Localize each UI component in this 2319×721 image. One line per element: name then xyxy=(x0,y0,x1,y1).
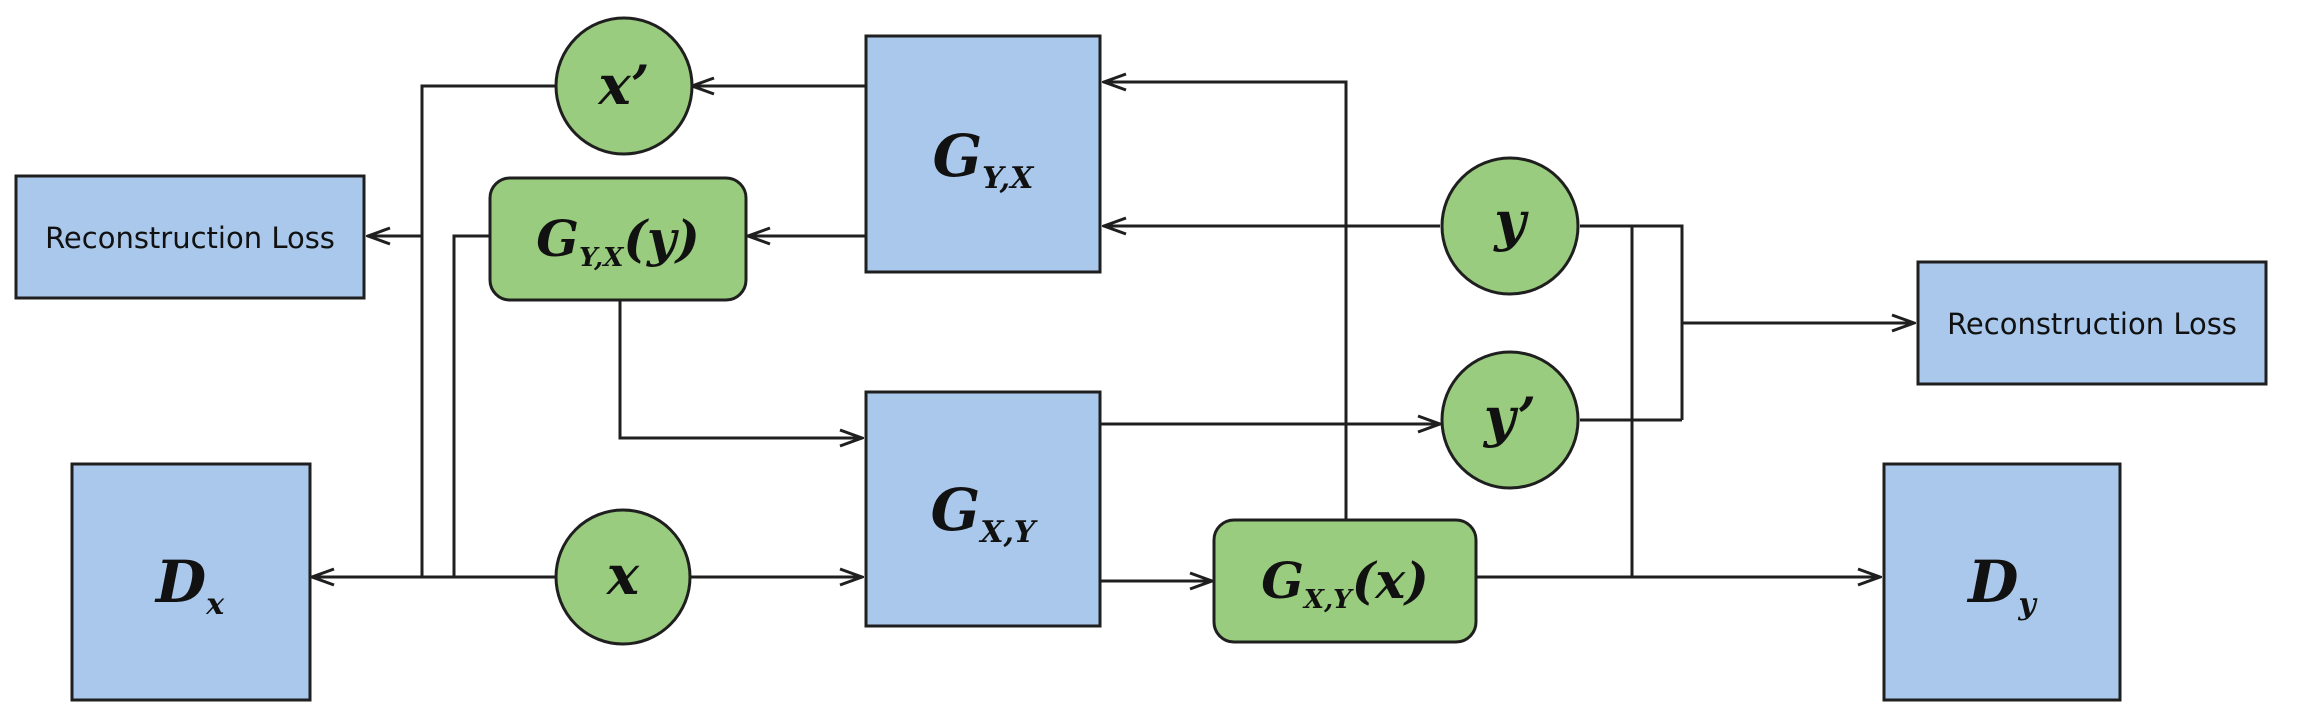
y-label: y xyxy=(1493,189,1529,253)
generator-xy-sub: X,Y xyxy=(978,515,1038,550)
y-node: y xyxy=(1440,156,1580,296)
svg-text:Dx: Dx xyxy=(154,548,225,622)
svg-text:GX,Y: GX,Y xyxy=(931,476,1038,550)
y-prime-label: y’ xyxy=(1483,385,1536,449)
generated-y-base: G xyxy=(1261,551,1304,610)
svg-text:Dy: Dy xyxy=(1966,548,2038,622)
x-prime-label: x’ xyxy=(598,53,650,117)
svg-text:GX,Y(x): GX,Y(x) xyxy=(1261,551,1429,615)
svg-text:GY,X(y): GY,X(y) xyxy=(536,209,700,273)
line-xprime-to-reconstruction xyxy=(420,84,556,577)
discriminator-y-sub: y xyxy=(2017,587,2038,622)
generator-yx-box: GY,X xyxy=(864,34,1102,274)
line-y-right xyxy=(1580,224,1684,420)
reconstruction-loss-right-label: Reconstruction Loss xyxy=(1947,307,2237,341)
generated-y-arg: (x) xyxy=(1352,551,1429,610)
generated-y-node: GX,Y(x) xyxy=(1212,518,1478,644)
discriminator-y-box: Dy xyxy=(1882,462,2122,702)
generated-x-arg: (y) xyxy=(623,209,699,268)
reconstruction-loss-right-box: Reconstruction Loss xyxy=(1916,260,2268,386)
arrow-gyxy-to-gxy xyxy=(618,300,862,438)
x-node: x xyxy=(554,508,692,646)
discriminator-x-box: Dx xyxy=(70,462,312,702)
generated-x-base: G xyxy=(536,209,579,268)
x-label: x xyxy=(606,543,640,607)
generated-y-sub: X,Y xyxy=(1302,585,1354,615)
generated-x-node: GY,X(y) xyxy=(488,176,748,302)
arrow-gxyx-to-gyx xyxy=(1104,82,1348,520)
line-gyxy-to-x-line xyxy=(452,234,490,577)
discriminator-x-base: D xyxy=(154,548,206,616)
reconstruction-loss-left-box: Reconstruction Loss xyxy=(14,174,366,300)
generated-x-sub: Y,X xyxy=(579,243,625,273)
generator-yx-sub: Y,X xyxy=(982,161,1035,196)
svg-text:GY,X: GY,X xyxy=(933,122,1036,196)
generator-yx-base: G xyxy=(933,122,983,190)
reconstruction-loss-left-label: Reconstruction Loss xyxy=(45,221,335,255)
discriminator-y-base: D xyxy=(1966,548,2018,616)
generator-xy-base: G xyxy=(931,476,981,544)
discriminator-x-sub: x xyxy=(205,587,225,622)
connections xyxy=(312,82,1914,581)
generator-xy-box: GX,Y xyxy=(864,390,1102,628)
x-prime-node: x’ xyxy=(554,16,694,156)
y-prime-node: y’ xyxy=(1440,350,1580,490)
